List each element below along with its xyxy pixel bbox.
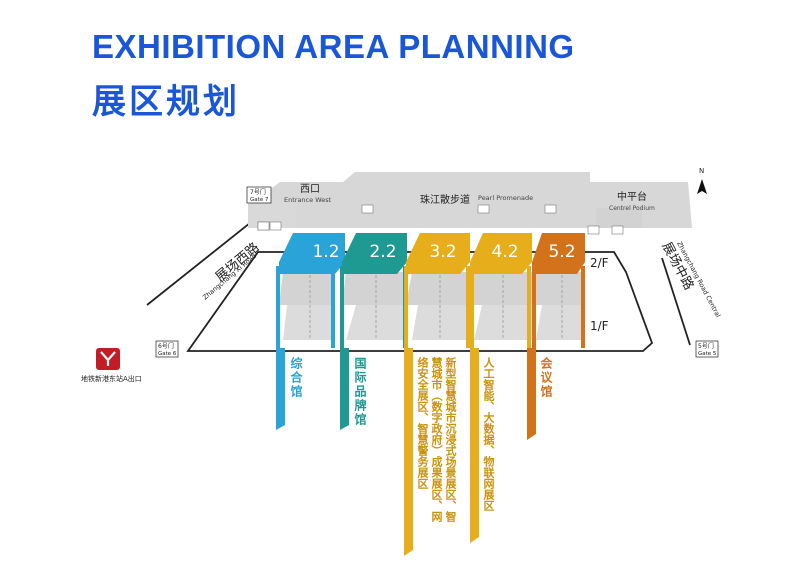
road-west-edge	[146, 214, 261, 306]
north-arrow-icon	[697, 179, 707, 194]
hall-5-2-roof	[532, 233, 585, 274]
north-label: N	[699, 167, 704, 175]
podium-en: Centrel Podium	[609, 205, 655, 212]
hall-drop-lines	[276, 266, 585, 348]
podium-block	[596, 208, 642, 228]
floor-label-2f: 2/F	[590, 256, 609, 270]
hall-3-2-roof	[406, 233, 470, 274]
hall-desc-1-2: 综合馆	[289, 357, 303, 399]
gate-7-en: Gate 7	[250, 197, 269, 203]
gate-6-box	[155, 340, 179, 358]
west-entrance-en: Entrance West	[284, 196, 332, 204]
west-entrance-cn: 西口	[300, 184, 320, 195]
title-chinese: 展区规划	[92, 82, 240, 122]
hall-desc-3-2: 新型智慧城市沉浸式场景展区、智慧城市（数字政府）成果展区、网络安全展区、智慧警务…	[416, 357, 457, 522]
floor-label-1f: 1/F	[590, 319, 609, 333]
hall-4-2-roof	[470, 233, 532, 274]
title-english: EXHIBITION AREA PLANNING	[92, 28, 575, 65]
facility-icons	[257, 221, 270, 231]
hall-1-2-roof	[279, 233, 345, 274]
hall-number-5-2: 5.2	[548, 242, 575, 262]
floor-1-plates	[283, 305, 583, 340]
gate-5-cn: 5号门	[698, 342, 714, 350]
gate-6-cn: 6号门	[158, 342, 174, 350]
metro-exit-label: 地铁新港东站A出口	[81, 374, 142, 383]
podium-cn: 中平台	[617, 190, 647, 203]
hall-number-4-2: 4.2	[491, 242, 518, 262]
gate-5-box	[695, 340, 719, 358]
hall-desc-2-2: 国际品牌馆	[353, 357, 367, 427]
metro-icon	[96, 348, 120, 370]
hall-number-3-2: 3.2	[429, 242, 456, 262]
floor-2-plates	[279, 272, 583, 305]
gate-5-en: Gate 5	[698, 351, 717, 357]
hall-number-1-2: 1.2	[312, 242, 339, 262]
hall-desc-5-2: 会议馆	[539, 357, 553, 399]
hall-2-2-roof	[342, 233, 407, 274]
promenade-cn: 珠江散步道	[420, 193, 470, 206]
upper-platform	[258, 172, 692, 228]
gate-6-en: Gate 6	[158, 351, 177, 357]
gate-7-box	[246, 186, 272, 204]
hall-number-2-2: 2.2	[369, 242, 396, 262]
hall-label-columns	[276, 348, 536, 556]
road-central-edge	[661, 257, 691, 346]
hall-desc-4-2: 人工智能、大数据、物联网展区	[482, 357, 495, 511]
promenade-en: Pearl Promenade	[478, 194, 533, 202]
gate-7-cn: 7号门	[250, 188, 266, 196]
